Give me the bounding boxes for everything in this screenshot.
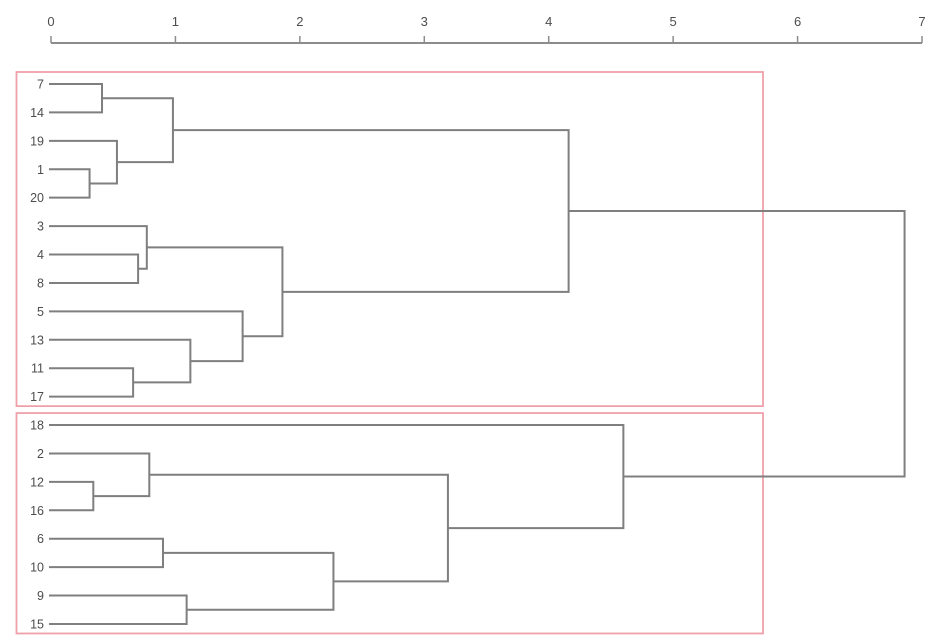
leaf-label: 9 [37,589,44,603]
dendrogram-link [49,367,135,398]
cluster-box-2 [15,412,764,635]
dendrogram-link [49,253,140,284]
dendrogram-link [49,225,148,270]
axis-tick-label: 5 [670,14,677,29]
leaf-label: 20 [30,191,44,205]
leaf-label: 2 [37,447,44,461]
leaf-label: 13 [30,333,44,347]
axis-tick-label: 2 [296,14,303,29]
dendrogram-link [49,480,95,512]
leaf-label: 8 [37,276,44,290]
dendrogram-link [149,473,449,583]
leaf-label: 16 [30,504,44,518]
dendrogram-link [172,129,570,293]
leaf-label: 6 [37,532,44,546]
dendrogram-link [102,97,174,164]
leaf-label: 11 [31,362,44,376]
leaf-label: 10 [30,561,44,575]
dendrogram-link [568,210,906,478]
cluster-box-1 [15,71,764,408]
axis-tick-label: 4 [545,14,552,29]
leaf-label: 12 [30,475,44,489]
leaf-label: 14 [30,106,44,120]
dendrogram-link [49,424,625,530]
leaf-label: 17 [30,390,44,404]
dendrogram-link [49,452,151,498]
axis-tick-label: 0 [47,14,54,29]
leaf-label: 5 [37,305,44,319]
leaf-label: 3 [37,220,44,234]
leaf-label: 4 [37,248,44,262]
dendrogram-link [49,537,164,569]
leaf-label: 15 [30,617,44,631]
leaf-label: 1 [37,163,44,177]
dendrogram-link [49,338,192,384]
dendrogram-link [49,310,244,363]
dendrogram-link [49,83,104,114]
axis-tick-label: 6 [794,14,801,29]
axis-tick-label: 7 [918,14,925,29]
dendrogram-link [146,246,284,338]
axis-tick-label: 1 [172,14,179,29]
leaf-label: 19 [30,134,44,148]
leaf-label: 7 [37,78,44,92]
leaf-label: 18 [30,419,44,433]
dendrogram-link [162,551,335,611]
dendrogram-link [49,594,188,625]
axis-tick-label: 3 [421,14,428,29]
dendrogram-link [49,168,91,199]
dendrogram-link [49,139,118,185]
